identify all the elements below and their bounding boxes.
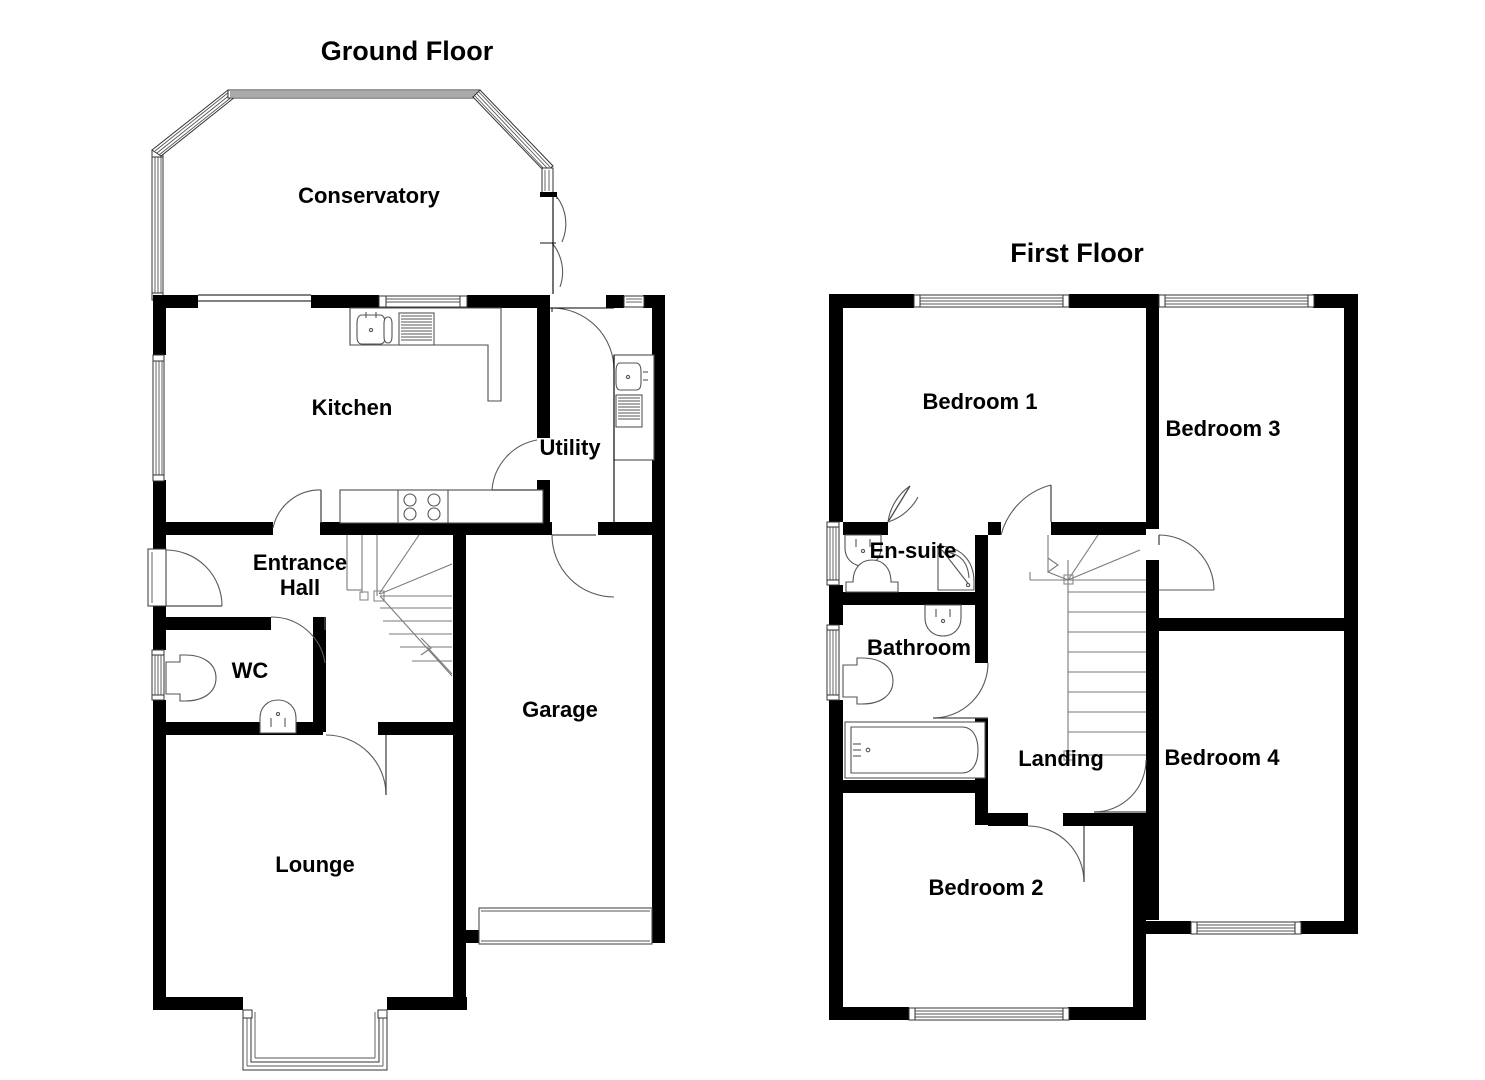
kitchen-sink-icon [356,312,435,346]
room-label-landing: Landing [1018,746,1104,771]
room-label-garage: Garage [522,697,598,722]
conservatory-left-glazing [151,149,164,301]
first-floor-windows [826,294,1315,1021]
wc-basin-icon [259,699,297,734]
wc-toilet-icon [165,654,217,702]
bedroom4-window [1190,921,1302,935]
utility-fittings [550,307,655,598]
bathroom-toilet-icon [842,657,894,705]
wc-fittings [165,616,326,734]
bathroom-basin-icon [924,604,962,637]
ground-floor-group: Ground Floor [147,36,665,1071]
kitchen-patio-door [378,295,468,308]
room-label-bedroom-1: Bedroom 1 [923,389,1038,414]
room-label-kitchen: Kitchen [312,395,393,420]
room-label-bathroom: Bathroom [867,635,971,660]
utility-window [623,295,645,308]
garage-door[interactable] [478,907,653,945]
bedroom2-door[interactable] [1027,825,1085,883]
bedroom4-door[interactable] [1093,759,1147,813]
ensuite-window [826,521,840,586]
room-label-bedroom-3: Bedroom 3 [1166,416,1281,441]
conservatory-right-glazing [540,167,557,197]
wc-window [151,649,165,701]
bathroom-door[interactable] [932,662,989,719]
ground-floor-staircase [346,534,453,677]
ground-floor-title: Ground Floor [321,36,494,66]
room-label-entrance-hall-line2: Hall [280,575,320,600]
ensuite-shower-icon [937,545,975,591]
room-label-wc: WC [232,658,269,683]
bedroom3-window [1158,294,1315,308]
kitchen-door[interactable] [272,489,322,529]
ensuite-toilet-icon [845,559,899,593]
room-label-bedroom-2: Bedroom 2 [929,875,1044,900]
lounge-bay-window [242,1009,388,1071]
kitchen-hob-run [339,489,544,524]
utility-back-door[interactable] [551,307,615,371]
utility-garage-door[interactable] [551,534,615,598]
utility-door[interactable] [491,439,538,491]
ensuite-door[interactable] [887,485,919,523]
bathroom-fittings [842,604,989,779]
ground-floor-walls [153,295,665,1010]
lounge-door[interactable] [325,734,387,796]
bedroom1-window [913,294,1070,308]
conservatory-top-glazing [227,89,481,99]
room-label-ensuite: En-suite [870,538,957,563]
first-floor-walls [829,294,1358,1020]
ground-floor-windows [147,294,645,1071]
room-label-bedroom-4: Bedroom 4 [1165,745,1281,770]
first-floor-title: First Floor [1010,238,1144,268]
bedroom1-door[interactable] [1000,484,1052,536]
room-label-utility: Utility [539,435,601,460]
first-floor-staircase [1029,534,1146,761]
wc-door[interactable] [270,616,326,664]
bedroom2-window [908,1007,1070,1021]
room-label-lounge: Lounge [275,852,354,877]
utility-sink-icon [615,362,648,428]
entrance-front-door[interactable] [147,548,223,607]
kitchen-fittings [272,307,544,529]
room-label-conservatory: Conservatory [298,183,441,208]
ensuite-fittings [844,485,975,593]
bedroom3-door[interactable] [1158,534,1215,591]
first-floor-group: First Floor [826,238,1358,1021]
bathroom-bath-icon [844,721,986,779]
bathroom-window [826,624,840,701]
kitchen-left-window [152,354,165,482]
room-label-entrance-hall-line1: Entrance [253,550,347,575]
conservatory-sill-right [540,192,557,197]
